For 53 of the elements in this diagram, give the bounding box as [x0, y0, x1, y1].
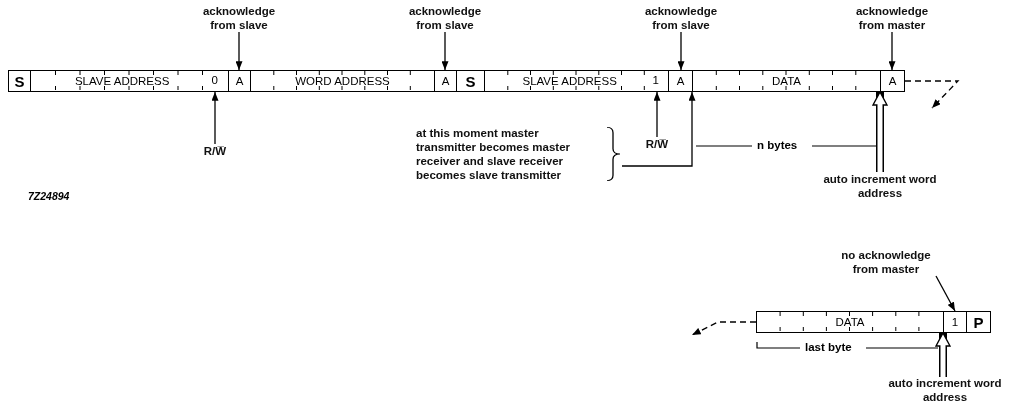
acknowledge-field [880, 70, 905, 92]
field-label: 1 [951, 316, 959, 328]
arrow [211, 91, 219, 145]
field-label: A [676, 75, 685, 87]
address-field [30, 70, 229, 92]
annotation-text: auto increment word address [820, 172, 940, 200]
acknowledge-field [434, 70, 457, 92]
arrow [621, 91, 696, 167]
arrow [441, 31, 449, 71]
annotation [416, 126, 622, 182]
continuation-arrow [904, 80, 960, 109]
start-field [456, 70, 485, 92]
annotation-text: at this moment master transmitter becomes master receiver and slave receiver becomes slave transmitter [416, 126, 572, 182]
arrow [888, 31, 896, 71]
bit-field [943, 311, 967, 333]
hollow-arrow [872, 91, 888, 172]
address-field [484, 70, 669, 92]
acknowledge-field [228, 70, 251, 92]
arrow [935, 275, 956, 312]
annotation-text: acknowledge from slave [636, 4, 726, 32]
stop-field [966, 311, 991, 333]
continuation-arrow [691, 321, 757, 336]
acknowledge-field [668, 70, 693, 92]
start-field [8, 70, 31, 92]
arrow [677, 31, 685, 71]
annotation-text: R/W̅ [640, 137, 674, 151]
figure-code: 7Z24894 [28, 190, 70, 202]
field-label: DATA [835, 316, 865, 328]
field-label: SLAVE ADDRESS [522, 75, 617, 87]
annotation-text: acknowledge from slave [194, 4, 284, 32]
field-label: S [465, 72, 476, 90]
annotation-text: acknowledge from slave [400, 4, 490, 32]
hollow-arrow [935, 332, 951, 377]
annotation-text: R/W̅ [198, 144, 232, 158]
data-field [692, 70, 881, 92]
arrow [653, 91, 661, 138]
annotation-text: no acknowledge from master [836, 248, 936, 276]
bit-value: 1 [651, 74, 660, 86]
field-label: A [235, 75, 244, 87]
field-label: S [14, 72, 25, 90]
field-label: A [888, 75, 897, 87]
field-label: P [973, 313, 984, 331]
bit-value: 0 [210, 74, 219, 86]
data-field [756, 311, 944, 333]
field-label: DATA [772, 75, 801, 87]
field-label: SLAVE ADDRESS [74, 75, 170, 87]
address-field [250, 70, 435, 92]
arrow [235, 31, 243, 71]
field-label: A [441, 75, 450, 87]
annotation-text: acknowledge from master [847, 4, 937, 32]
annotation-text: auto increment word address [885, 376, 1005, 404]
field-label: WORD ADDRESS [295, 75, 390, 87]
span-label: n bytes [757, 139, 798, 151]
